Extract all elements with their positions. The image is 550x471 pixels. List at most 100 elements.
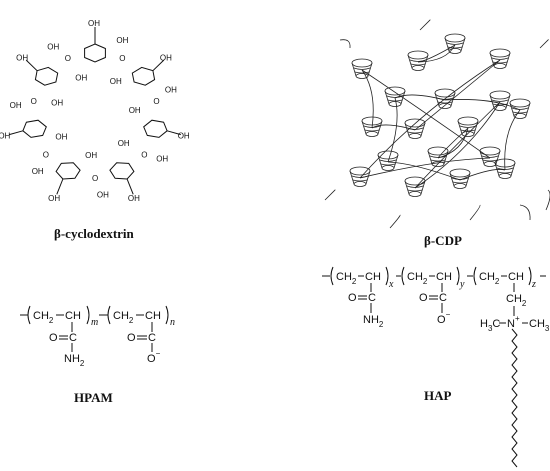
cyclodextrin-cone <box>377 150 399 171</box>
hydroxyl-label: OH <box>48 194 60 203</box>
hap-sub-y: y <box>459 279 465 290</box>
hpam-bracket-open-2 <box>107 305 111 325</box>
polymer-chain <box>504 109 521 171</box>
hap-amide-c: C <box>368 292 376 304</box>
hap-acid-c: C <box>439 292 447 304</box>
cyclodextrin-cone <box>494 158 516 179</box>
glycosidic-oxygen: O <box>92 174 98 183</box>
hydroxyl-label: OH <box>16 54 28 63</box>
hap-label: HAP <box>424 388 452 403</box>
polymer-chain-end <box>539 39 549 49</box>
polymer-chain-end <box>419 19 431 31</box>
cyclodextrin-cone <box>449 168 471 189</box>
hydroxyl-label: OH <box>32 167 44 176</box>
glycosidic-oxygen: O <box>43 150 49 159</box>
hydroxyl-label: OH <box>97 191 109 200</box>
hap-nplus: N+ <box>507 314 520 330</box>
glucose-unit <box>109 162 135 180</box>
polymer-chain <box>387 161 461 181</box>
glycosidic-oxygen: O <box>141 150 147 159</box>
polymer-chain-end <box>545 189 550 211</box>
hydroxyl-label: OH <box>178 132 190 141</box>
polymer-chain <box>444 99 521 111</box>
glucose-unit <box>143 119 168 138</box>
hap-amide-o: O <box>348 292 357 304</box>
hydroxyl-label: OH <box>0 132 11 141</box>
hydroxyl-label: OH <box>10 101 22 110</box>
cyclodextrin-cone <box>407 50 429 71</box>
hap-structure: CH2 CH x CH2 CH y CH2 CH z O C NH2 O C O… <box>322 266 550 468</box>
hydroxyl-label: OH <box>47 43 59 52</box>
glucose-unit <box>22 119 47 138</box>
hpam-acid-c: C <box>148 332 156 344</box>
glucose-unit <box>55 162 81 180</box>
hydroxyl-label: OH <box>51 98 63 107</box>
cyclodextrin-cone <box>384 86 406 107</box>
hap-acid-o: O <box>419 292 428 304</box>
polymer-chain-end <box>324 189 336 201</box>
glycosidic-oxygen: O <box>119 54 125 63</box>
hpam-ch2-a: CH2 <box>33 310 54 325</box>
cyclodextrin-label: β-cyclodextrin <box>54 226 135 241</box>
hpam-amide-n: NH2 <box>64 353 85 368</box>
hap-ch-c: CH <box>508 271 524 283</box>
hydroxyl-label: OH <box>85 151 97 160</box>
hydroxyl-label: OH <box>128 194 140 203</box>
hpam-ch2-b: CH2 <box>113 310 134 325</box>
hpam-label: HPAM <box>74 390 113 405</box>
cyclodextrin-cone <box>404 176 426 197</box>
polymer-chain <box>414 59 501 131</box>
hpam-bracket-close-2 <box>165 305 169 325</box>
glycosidic-oxygen: O <box>65 54 71 63</box>
hydroxyl-label: OH <box>160 54 172 63</box>
hpam-acid-om: O− <box>147 349 161 365</box>
hydroxyl-label: OH <box>75 73 87 82</box>
cyclodextrin-cone <box>404 118 426 139</box>
cyclodextrin-cone <box>434 88 456 109</box>
hydroxyl-label: OH <box>88 19 100 28</box>
polymer-chain <box>414 101 501 189</box>
hap-branch-ch2: CH2 <box>506 293 527 308</box>
hap-ch-b: CH <box>436 271 452 283</box>
hydroxyl-label: OH <box>129 106 141 115</box>
cyclodextrin-cone <box>351 58 373 79</box>
hpam-bracket-close-1 <box>86 305 90 325</box>
hpam-sub-m: m <box>91 317 98 328</box>
polymer-chain-end <box>519 204 531 221</box>
cyclodextrin-cone <box>457 116 479 137</box>
hap-ch2-b: CH2 <box>407 271 428 286</box>
cyclodextrin-cone <box>444 33 466 54</box>
hpam-ch-b: CH <box>145 310 161 322</box>
polymer-chain <box>359 157 491 179</box>
cyclodextrin-cone <box>479 146 501 167</box>
polymer-chain <box>387 97 398 163</box>
cyclodextrin-cone <box>361 116 383 137</box>
polymer-chain <box>361 69 491 159</box>
hap-sub-x: x <box>388 279 394 290</box>
hpam-structure: CH2 CH m CH2 CH n O C NH2 O C O− <box>20 305 175 368</box>
cdp-label: β-CDP <box>424 233 462 248</box>
polymer-chain <box>359 59 501 179</box>
glucose-unit <box>84 43 106 63</box>
hpam-sub-n: n <box>170 317 175 328</box>
glycosidic-oxygen: O <box>153 97 159 106</box>
glucose-unit <box>131 66 156 86</box>
hap-ch-a: CH <box>365 271 381 283</box>
hydroxyl-label: OH <box>110 77 122 86</box>
hap-sub-z: z <box>531 279 536 290</box>
hydroxyl-label: OH <box>118 139 130 148</box>
hydroxyl-label: OH <box>156 155 168 164</box>
hap-ch2-c: CH2 <box>479 271 500 286</box>
glucose-unit <box>34 66 59 86</box>
cyclodextrin-structure: O OH OH OH O OH OH OH O OH OH OH O OH OH OH O OH OH OH O OH OH… <box>0 19 190 203</box>
hap-acid-om: O− <box>437 310 451 326</box>
hydroxyl-label: OH <box>55 133 67 142</box>
hap-amide-n: NH2 <box>363 314 384 329</box>
hpam-acid-o: O <box>127 332 136 344</box>
cyclodextrin-cone <box>427 146 449 167</box>
hydroxyl-label: OH <box>165 86 177 95</box>
hap-methyl-right: CH3 <box>529 318 550 333</box>
polymer-chain-end <box>469 204 481 221</box>
hap-alkyl-chain <box>511 328 518 468</box>
polymer-chain-end <box>339 39 351 49</box>
